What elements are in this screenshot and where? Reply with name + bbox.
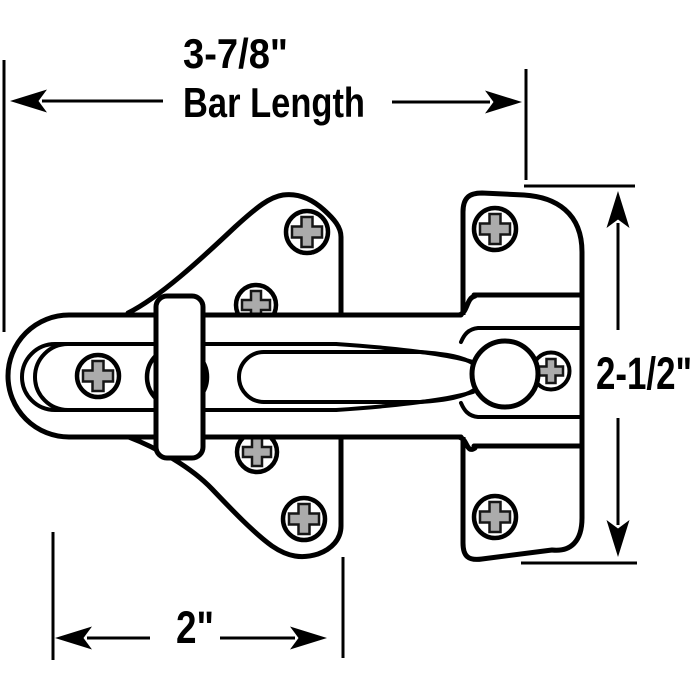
arrowhead-left-icon	[10, 89, 47, 113]
swing-bar	[5, 292, 583, 452]
left-plate-bottom-edge	[123, 433, 344, 560]
slot-left-cap	[237, 350, 266, 404]
screw-right-top	[471, 205, 519, 253]
width-value-label: 2"	[176, 602, 214, 653]
phillips-cross-icon	[240, 289, 272, 321]
screw-left-top	[283, 208, 331, 256]
left-plate-top-edge	[125, 192, 344, 319]
channel-inner-top	[459, 326, 582, 344]
bar-jog-bottom	[456, 434, 478, 452]
screw-left-bottom	[280, 495, 328, 543]
phillips-cross-icon	[478, 500, 512, 534]
keeper-slide	[153, 293, 206, 461]
phillips-cross-icon	[81, 359, 115, 393]
bar-length-text-label: Bar Length	[183, 79, 365, 126]
bar-length-dimension: 3-7/8" Bar Length	[2, 30, 528, 332]
screw-loop	[74, 352, 122, 400]
slot-top-edge	[262, 350, 476, 366]
loop-fold-arc	[33, 342, 70, 412]
height-value-label: 2-1/2"	[596, 348, 692, 399]
width-dimension: 2"	[51, 532, 345, 660]
bar-slot	[237, 350, 476, 404]
swing-bar-outline	[5, 312, 464, 440]
phillips-cross-icon	[290, 215, 324, 249]
phillips-cross-icon	[478, 212, 512, 246]
arrowhead-right-icon	[485, 90, 522, 114]
screw-right-bottom	[471, 493, 519, 541]
bar-jog-top	[456, 293, 478, 318]
bar-length-value-label: 3-7/8"	[183, 30, 288, 77]
channel-inner-bottom	[459, 401, 582, 419]
arrowhead-right-icon	[290, 626, 327, 650]
height-dimension: 2-1/2"	[521, 184, 692, 565]
phillips-cross-icon	[537, 357, 565, 385]
pivot-ball	[469, 338, 541, 410]
bar-inner-opening	[20, 342, 338, 412]
arrowhead-up-icon	[606, 191, 630, 228]
slot-bottom-edge	[262, 388, 476, 404]
phillips-cross-icon	[287, 502, 321, 536]
arrowhead-down-icon	[606, 520, 630, 557]
right-plate-channel	[459, 292, 583, 449]
arrowhead-left-icon	[55, 626, 92, 650]
